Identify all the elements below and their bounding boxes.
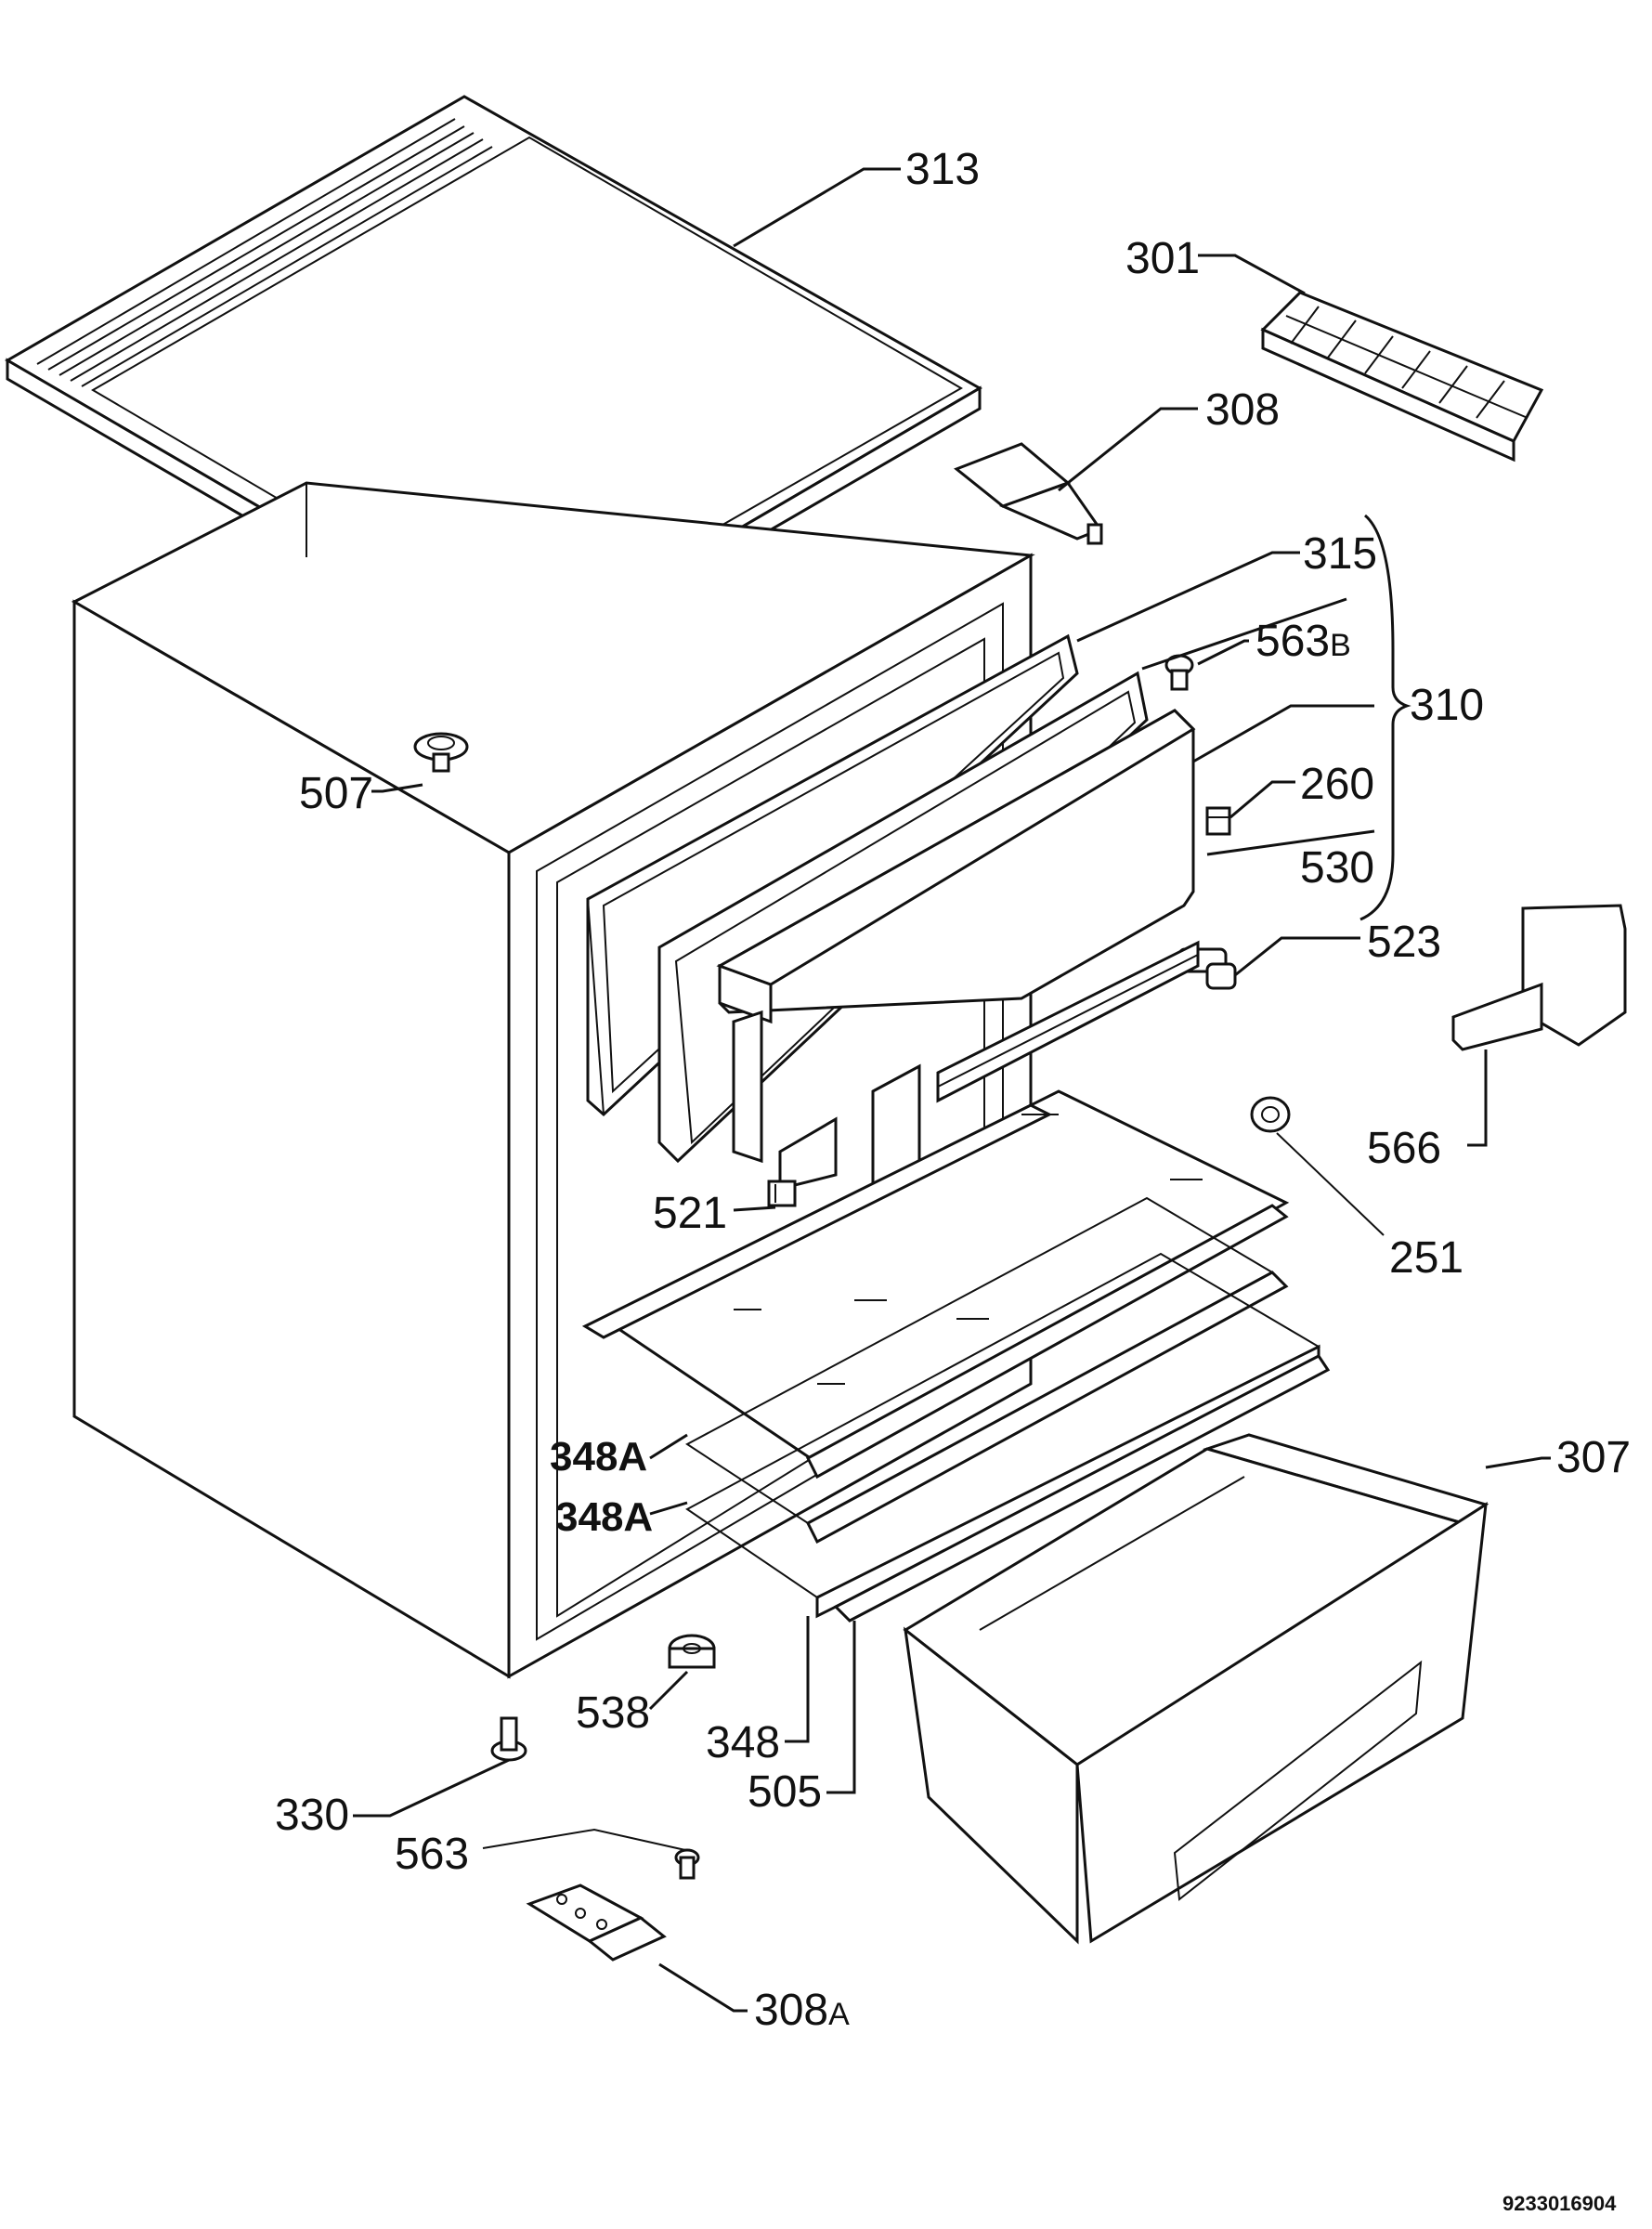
label-530: 530: [1300, 843, 1374, 893]
switch-part-521: [767, 1180, 797, 1207]
label-566: 566: [1367, 1124, 1441, 1173]
label-301: 301: [1125, 234, 1200, 283]
leader-lines: [353, 167, 1551, 2013]
label-348a-lower: 348A: [555, 1494, 653, 1540]
label-313: 313: [905, 145, 980, 194]
ice-tray-part-301: [1260, 291, 1544, 463]
bracket-310: [1359, 514, 1411, 921]
label-260: 260: [1300, 760, 1374, 809]
knob-part-251: [1250, 1096, 1291, 1133]
glass-shelf-upper: [581, 1089, 1290, 1479]
freezer-door-part-310: [716, 709, 1196, 1209]
worktop-vent-grille: [36, 118, 493, 387]
label-538: 538: [576, 1688, 650, 1738]
label-521: 521: [653, 1189, 727, 1238]
label-563: 563: [395, 1830, 469, 1879]
label-251: 251: [1389, 1233, 1463, 1283]
label-348a-upper: 348A: [550, 1434, 647, 1479]
label-315: 315: [1303, 529, 1377, 579]
label-523: 523: [1367, 918, 1441, 967]
label-563b-number: 563: [1255, 617, 1330, 666]
hinge-part-308a: [526, 1884, 667, 1962]
label-308: 308: [1205, 385, 1280, 435]
shelf-part-348a: [685, 1196, 1289, 1545]
screw-part-563: [674, 1848, 700, 1880]
scraper-part-566: [1451, 904, 1627, 1051]
hinge-part-308: [954, 442, 1103, 545]
label-563b-suffix: B: [1330, 628, 1351, 663]
rail-part-505: [833, 1354, 1331, 1623]
crisper-drawer-part-307: [903, 1433, 1489, 1945]
foot-part-507: [413, 732, 469, 773]
label-348: 348: [706, 1718, 780, 1767]
buffer-part-538: [668, 1634, 716, 1669]
drawing-code: 9233016904: [1502, 2192, 1617, 2215]
foot-screw-part-330: [490, 1716, 527, 1762]
label-330: 330: [275, 1791, 349, 1840]
label-507: 507: [299, 769, 373, 818]
label-563b: 563B: [1255, 617, 1351, 666]
catch-part-260: [1205, 806, 1231, 836]
label-307: 307: [1556, 1433, 1631, 1482]
label-308a-number: 308: [754, 1986, 828, 2035]
drip-tray-part-530: [936, 940, 1200, 1103]
label-505: 505: [748, 1767, 822, 1817]
label-310: 310: [1410, 681, 1484, 730]
label-308a-suffix: A: [828, 1997, 850, 2032]
screw-part-563b: [1164, 654, 1194, 691]
label-308a: 308A: [754, 1986, 850, 2035]
